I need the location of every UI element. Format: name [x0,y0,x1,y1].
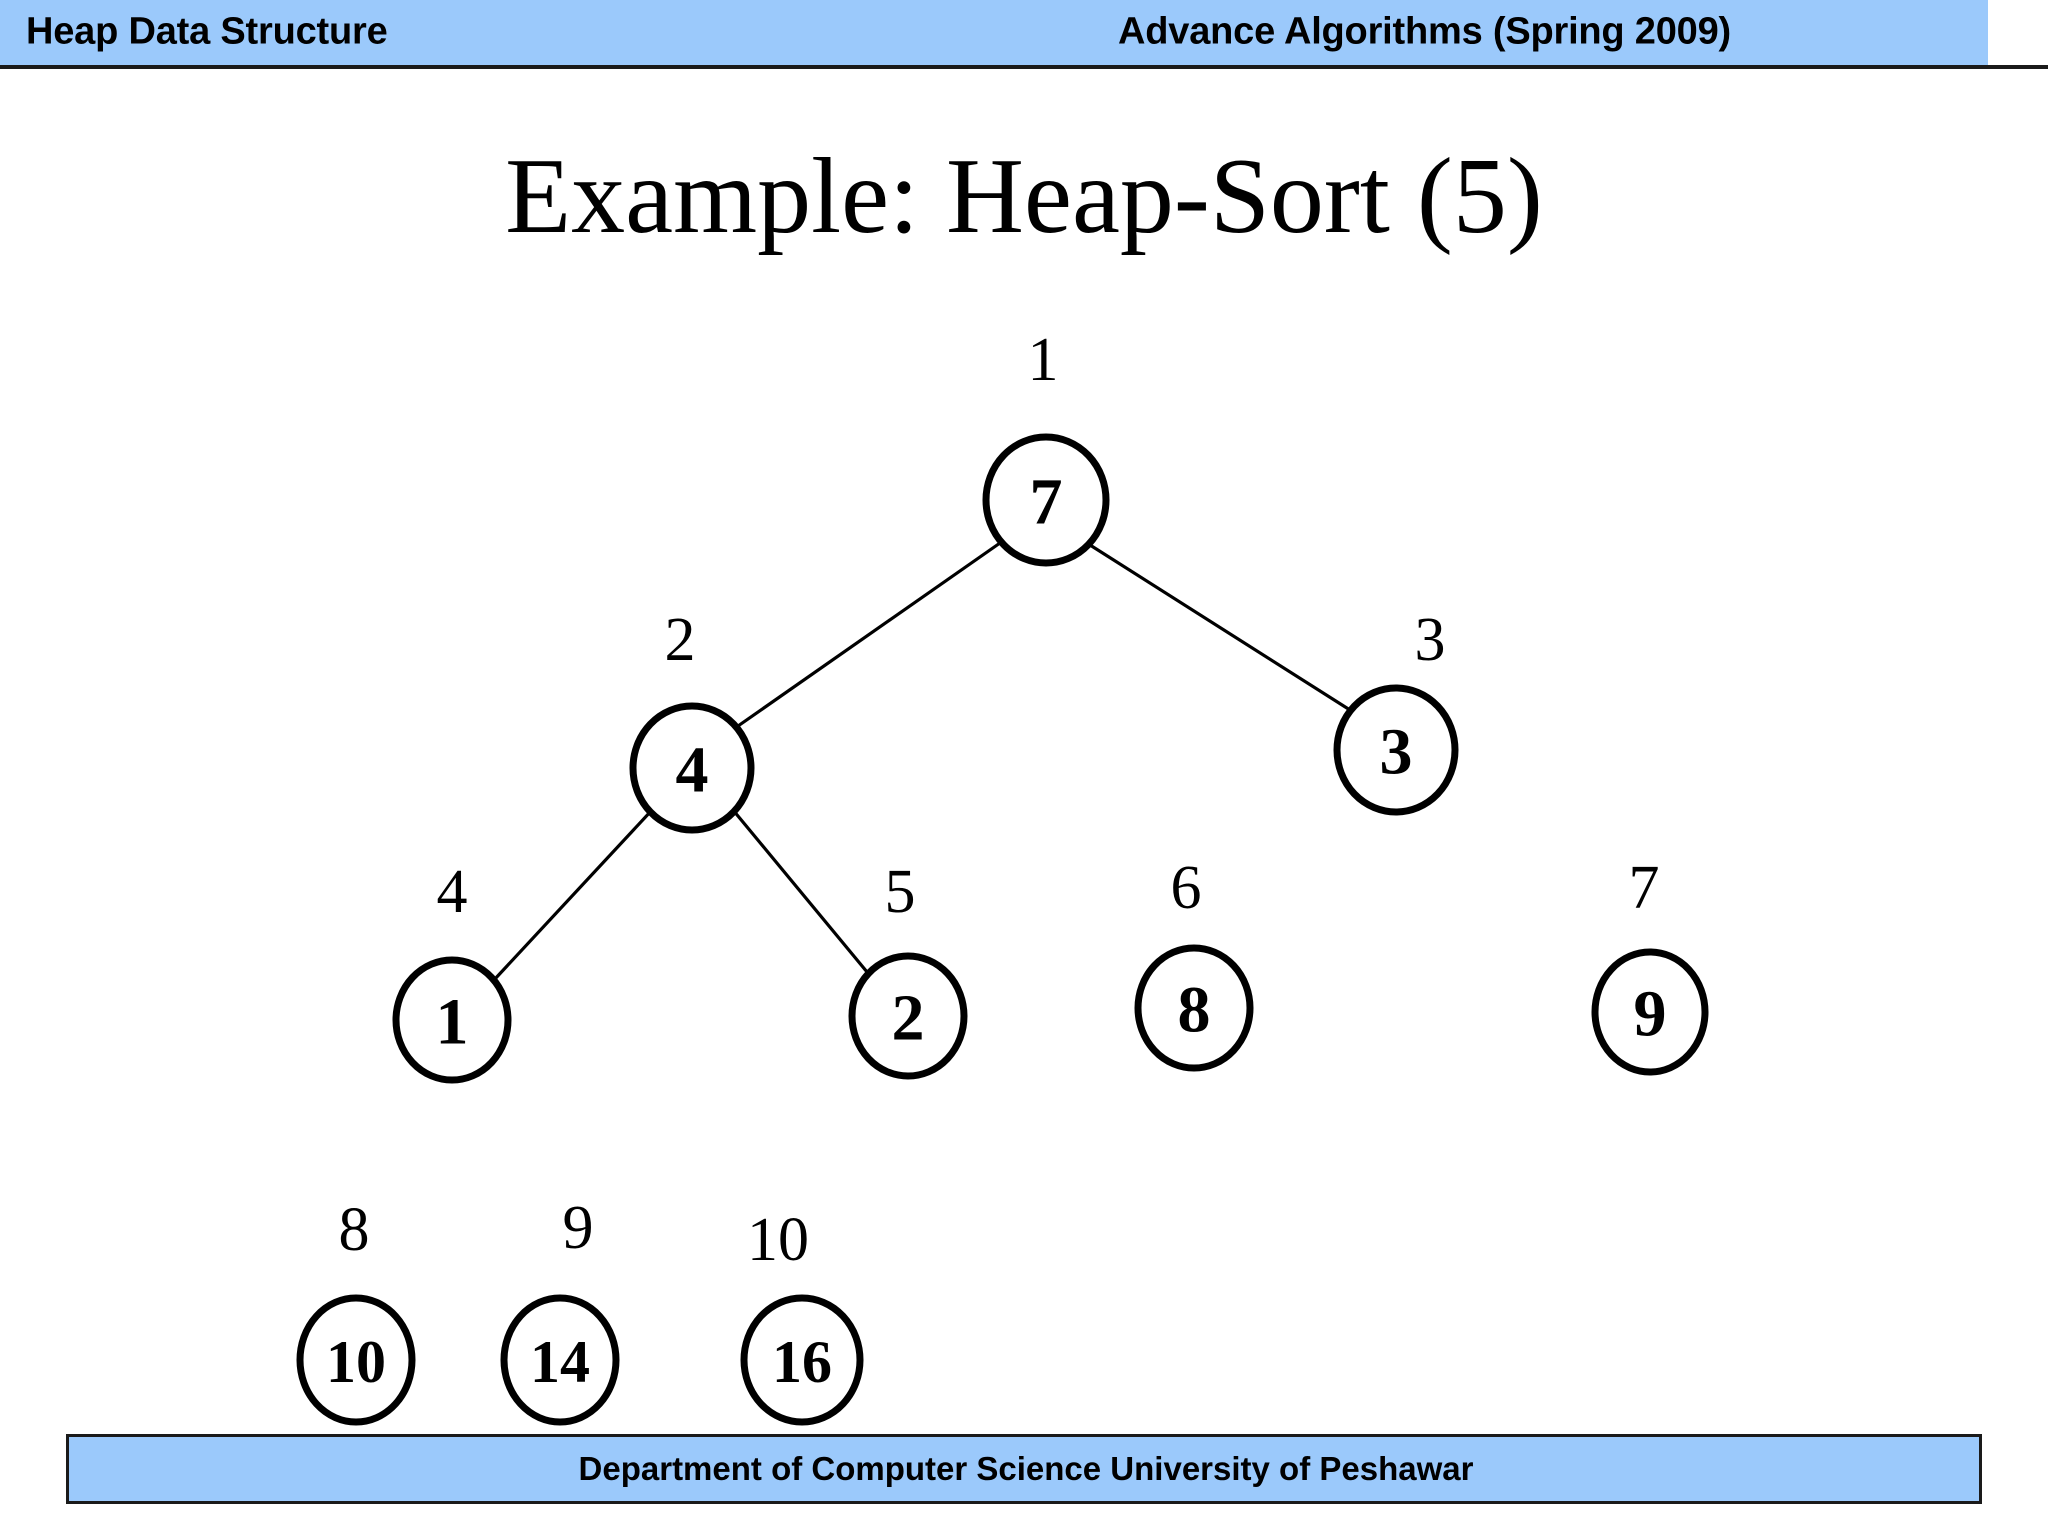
tree-node-9[interactable]: 9 14 [500,1194,620,1426]
slide-header-bar: Heap Data Structure Advance Algorithms (… [0,0,2048,69]
node-circle-1[interactable] [982,433,1110,567]
node-circle-6[interactable] [1134,944,1254,1072]
tree-node-8[interactable]: 8 10 [296,1196,416,1426]
node-circle-2[interactable] [629,702,755,834]
tree-node-1[interactable]: 17 [982,326,1110,567]
node-index-label-3: 3 [1415,606,1446,674]
node-value-9: 14 [530,1329,590,1395]
node-value-5: 2 [892,982,925,1055]
tree-node-2[interactable]: 24 [629,606,755,834]
header-right-title: Advance Algorithms (Spring 2009) [1118,10,1731,53]
node-index-label-10: 10 [747,1206,809,1274]
node-index-label-5: 5 [885,858,916,926]
node-value-1: 7 [1030,466,1063,539]
tree-edge-2-5 [731,808,874,980]
node-index-label-1: 1 [1028,326,1059,394]
node-value-4: 1 [436,986,469,1059]
tree-node-6[interactable]: 68 [1134,854,1254,1072]
tree-edge-1-3 [1089,543,1351,712]
tree-edges [492,541,1351,982]
node-circle-8[interactable] [296,1294,416,1426]
node-circle-7[interactable] [1591,948,1709,1076]
tree-edge-1-2 [737,541,1001,728]
node-value-7: 9 [1634,978,1667,1051]
node-index-label-2: 2 [665,606,696,674]
node-index-label-4: 4 [437,858,468,926]
node-value-8: 10 [326,1329,386,1395]
tree-edge-2-4 [492,808,654,982]
node-circle-9[interactable] [500,1294,620,1426]
node-value-10: 16 [772,1329,832,1395]
tree-node-10[interactable]: 10 16 [740,1206,864,1426]
node-index-label-9: 9 [563,1194,594,1262]
node-value-2: 4 [676,734,709,807]
tree-node-4[interactable]: 41 [392,858,512,1084]
node-index-label-7: 7 [1629,854,1660,922]
node-value-3: 3 [1380,716,1413,789]
footer-text: Department of Computer Science Universit… [578,1450,1474,1487]
node-index-label-8: 8 [339,1196,370,1264]
node-circle-4[interactable] [392,956,512,1084]
header-left-title: Heap Data Structure [26,10,388,53]
tree-node-5[interactable]: 52 [848,858,968,1080]
node-circle-10[interactable] [740,1294,864,1426]
node-circle-5[interactable] [848,952,968,1080]
tree-node-7[interactable]: 79 [1591,854,1709,1076]
page-title: Example: Heap-Sort (5) [505,137,1543,256]
slide-footer-bar: Department of Computer Science Universit… [66,1434,1982,1504]
node-index-label-6: 6 [1171,854,1202,922]
tree-node-3[interactable]: 33 [1333,606,1459,816]
node-value-6: 8 [1178,974,1211,1047]
node-circle-3[interactable] [1333,684,1459,816]
